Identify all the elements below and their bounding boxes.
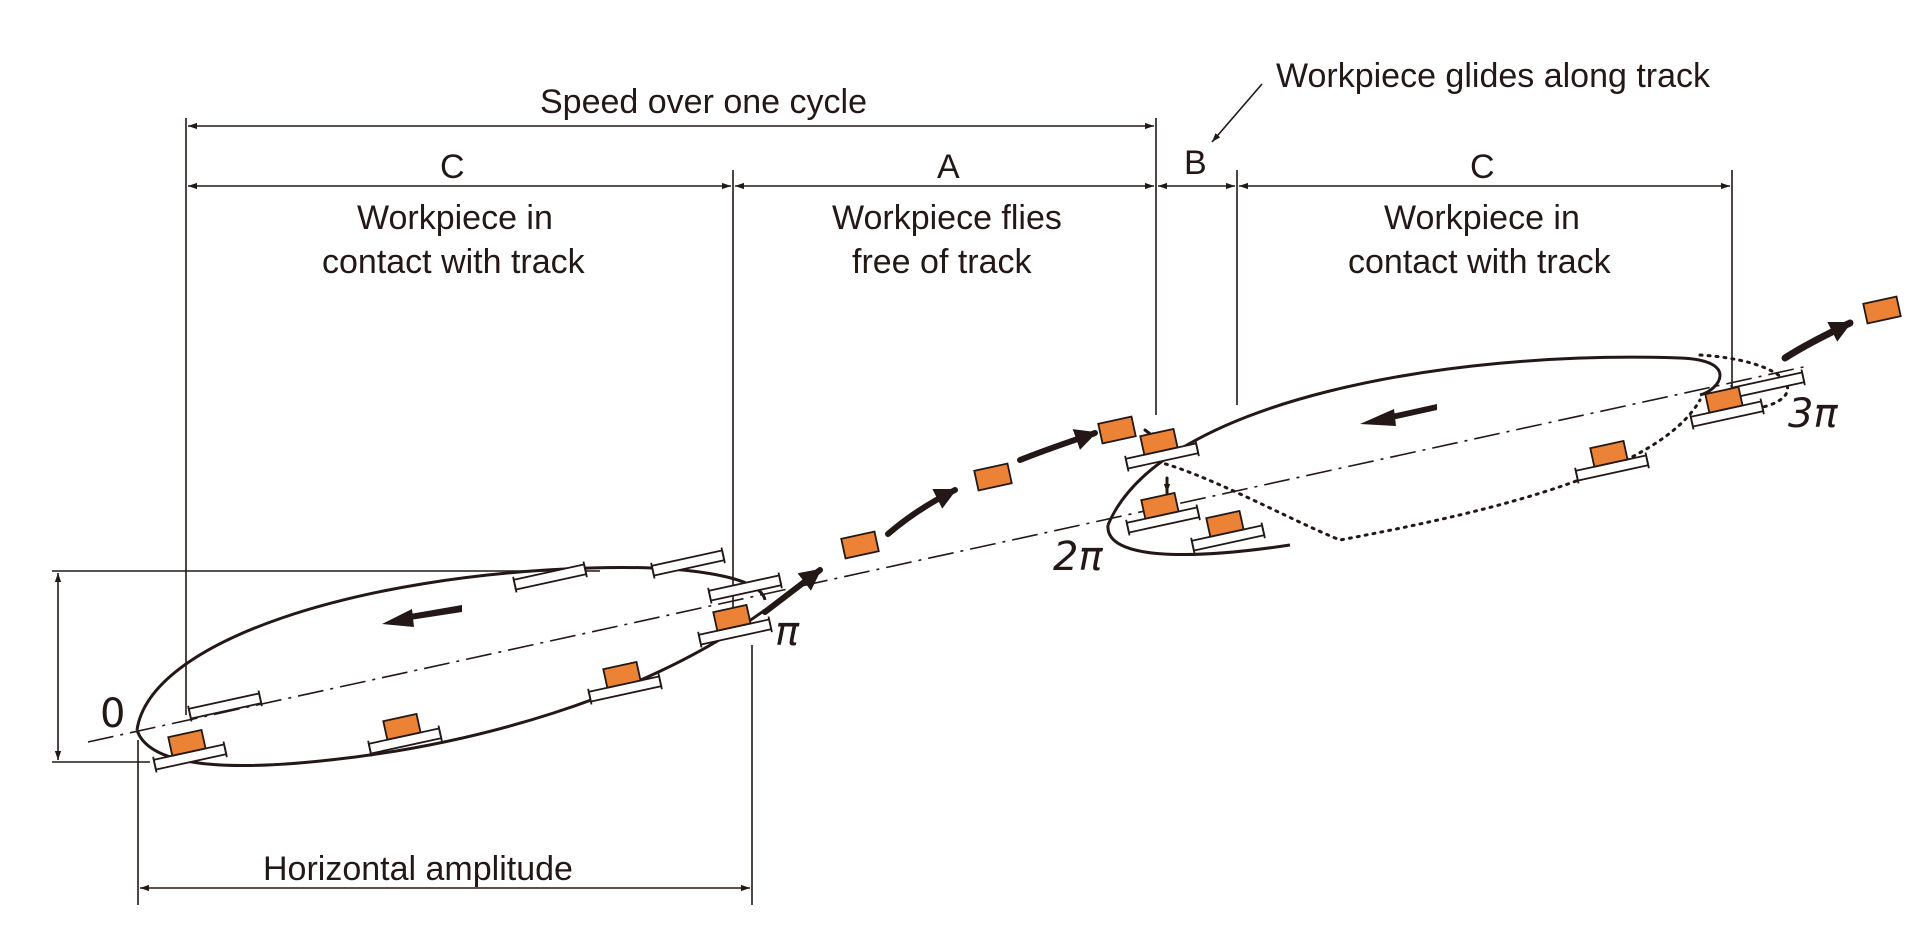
orbit-right-dotted (1148, 398, 1702, 542)
segment-key-c-left: C (440, 148, 465, 186)
track-axis (87, 365, 1809, 743)
orbits (135, 353, 1790, 768)
workpiece-block (1205, 509, 1245, 538)
track-plate (187, 690, 263, 722)
orbit-right-upper (1106, 355, 1722, 526)
workpiece-block (712, 603, 752, 632)
segment-key-c-right: C (1470, 148, 1495, 186)
track-plate (707, 572, 783, 604)
workpiece-block (382, 712, 422, 741)
orbit-direction-arrows (382, 404, 1437, 627)
dimension-lines (52, 83, 1733, 905)
track-plate (650, 547, 726, 579)
segment-desc-c-right-line2: contact with track (1348, 243, 1611, 281)
workpiece-block (602, 660, 642, 689)
phase-label-0: 0 (100, 691, 126, 737)
workpiece-block (1589, 439, 1629, 468)
flight-arrows (762, 319, 1854, 615)
segment-desc-a-line2: free of track (852, 243, 1032, 281)
segment-desc-a-line1: Workpiece flies (832, 199, 1062, 237)
workpiece-block (1139, 427, 1179, 456)
workpiece-block (1140, 491, 1180, 520)
segment-desc-c-left-line2: contact with track (322, 243, 585, 281)
orbit-right-lower (1106, 524, 1291, 557)
track-plate (512, 561, 588, 593)
phase-label-pi: π (775, 609, 800, 655)
segment-key-a: A (937, 148, 960, 186)
orbit-left-lower (135, 608, 766, 768)
arrow-left-orbit (410, 605, 462, 620)
workpieces (167, 295, 1902, 757)
orbit-left-upper (135, 565, 767, 731)
flying-workpiece (1862, 295, 1902, 325)
phase-label-3pi: 3π (1788, 391, 1838, 437)
glide-leader (1211, 83, 1263, 143)
workpiece-block (1704, 385, 1744, 414)
speed-cycle-label: Speed over one cycle (540, 83, 867, 121)
workpiece-block (167, 728, 207, 757)
horizontal-amplitude-label: Horizontal amplitude (263, 850, 573, 888)
segment-desc-c-right-line1: Workpiece in (1384, 199, 1580, 237)
glide-note-label: Workpiece glides along track (1276, 57, 1711, 95)
segment-desc-c-left-line1: Workpiece in (357, 199, 553, 237)
flying-workpiece (1097, 415, 1137, 445)
segment-key-b: B (1184, 144, 1207, 182)
flying-workpiece (973, 462, 1013, 492)
track-plate (697, 616, 773, 648)
flying-workpiece (840, 530, 880, 560)
phase-label-2pi: 2π (1053, 534, 1103, 580)
arrow-right-orbit (1392, 404, 1437, 420)
